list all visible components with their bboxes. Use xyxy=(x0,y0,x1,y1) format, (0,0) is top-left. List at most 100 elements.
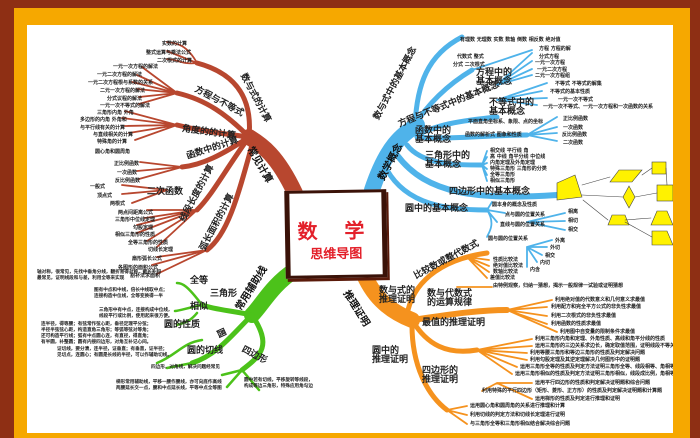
twig xyxy=(121,41,208,275)
sub-topic: 相似 xyxy=(190,302,209,312)
leaf-topic: 三角形中位线定理 xyxy=(115,217,156,223)
branch-shuyushi xyxy=(194,60,252,140)
branch-jiaodu xyxy=(174,122,252,140)
leaf-topic: 一般式 xyxy=(90,184,106,190)
leaf-topic: 相似三角形的性质 xyxy=(115,232,156,238)
sub-topic: 代数式 整式 xyxy=(457,54,484,60)
right-trapezoid-shape xyxy=(651,230,673,246)
twig xyxy=(471,49,566,268)
leaf-topic: 运用平行四边形的性质和判定解决证明题和综合问题 xyxy=(535,380,651,386)
sub-topic: 分式 二次根式 xyxy=(453,62,485,68)
leaf-topic: 一元一次不等式 xyxy=(558,97,594,103)
sub-topic: 最值的推理证明 xyxy=(422,318,486,328)
rectangle-shape xyxy=(651,161,667,175)
proof-branches xyxy=(354,250,558,425)
leaf-topic: 实数的计算 xyxy=(162,41,188,47)
square-shape xyxy=(656,184,673,202)
leaf-topic: 内切 xyxy=(540,260,551,266)
concept-branches xyxy=(364,34,566,268)
leaf-topic: 相交 xyxy=(568,227,579,233)
leaf-topic: 利用等腰三角形和等边三角形的性质及判定解决问题 xyxy=(530,350,646,356)
leaf-topic: 正比例函数 xyxy=(114,161,140,167)
sub-topic: 平面直角坐标系、象限、点的坐标 xyxy=(468,119,544,125)
leaf-topic: 运用三角形的三边关系求边长，确定取值范围，证明线段不等关系 xyxy=(535,343,673,349)
leaf-topic: 运用三角形全等的性质及判定方法证明三角形全等、线段相等、角相等 xyxy=(520,364,673,370)
computation-trunk xyxy=(241,129,303,201)
leaf-topic: 一次函数 xyxy=(563,125,584,131)
quadrilateral-shapes xyxy=(556,161,673,246)
leaf-topic: 两根式 xyxy=(110,201,126,207)
auxiliary-branches xyxy=(155,262,303,392)
branch-hanshu xyxy=(179,134,252,170)
rhombus-shape xyxy=(622,185,636,209)
leaf-topic: 一元二次方程 xyxy=(537,67,568,73)
leaf-topic: 运用三角形相似的性质及判定方法证明三角形相似，线段成比例，角相等 xyxy=(515,371,673,377)
leaf-topic: 勾股定理 xyxy=(133,225,154,231)
branch-hanshu-jiexi xyxy=(414,132,530,141)
central-title-board: 数 学 思维导图 xyxy=(284,189,388,279)
branch-xianduan xyxy=(194,134,252,213)
branch-shuyushi-proof xyxy=(404,250,490,318)
leaf-topic: 三角形中有中点，连接构成中位线， 线段平行或比例，使用起来很方便。 xyxy=(99,308,173,319)
computation-branches xyxy=(121,41,303,275)
branch-yuan-concept xyxy=(384,167,490,213)
leaf-topic: 一元一次不等式的解法 xyxy=(100,103,151,109)
leaf-topic: 相交线 平行线 角 xyxy=(490,148,529,154)
leaf-topic: 外离 xyxy=(555,238,566,244)
branch-fangcheng xyxy=(174,90,252,140)
branch-yuan-aux xyxy=(189,312,255,366)
sub-topic: 不等式中的 基本概念 xyxy=(489,98,535,117)
leaf-topic: 内角定理及外角定理 xyxy=(490,160,536,166)
leaf-topic: 运用梯形的性质及判定进行推理和证明 xyxy=(535,396,621,402)
leaf-topic: 与三角形全等和三角形相似结合解决综合问题 xyxy=(470,421,571,427)
leaf-topic: 差值比较法 xyxy=(490,275,516,281)
leaf-topic: 二次函数 xyxy=(563,140,584,146)
title-sub: 思维导图 xyxy=(310,246,363,263)
leaf-topic: 一元一次方程的解法 xyxy=(113,64,159,70)
mind-map-canvas: 数 学 思维导图 常见计算数学概念常用辅助线推理证明数与式的计算方程与不等式角度… xyxy=(27,25,673,433)
leaf-topic: 不等式的基本性质 xyxy=(550,89,591,95)
concept-trunk xyxy=(364,117,425,198)
leaf-topic: 证切线，要分清，连半径，证垂直；有垂直，证半径； 见切点，连圆心；有圆是长线的半… xyxy=(57,347,172,358)
leaf-topic: 一元一次方程 xyxy=(535,60,566,66)
branch-sibianxing-aux xyxy=(239,312,266,373)
leaf-topic: 利用特殊的平行四边形（矩形、菱形、正方形）的性质及判定解决证明题和计算题 xyxy=(482,388,663,394)
leaf-topic: 一元一次不等式、一元一次方程和一次函数的关系 xyxy=(543,104,654,110)
branch-huchang xyxy=(204,142,255,253)
leaf-topic: 二元一次方程组 xyxy=(535,73,571,79)
leaf-topic: 图有中点和中线，倍长中线取中点； 连接构造中位线，全等变换得一半 xyxy=(94,288,168,299)
leaf-topic: 梯形常用辅助线，平移一腰作腰线，亦可向底作高线 两腰延长交一点，腰和中点延长线，… xyxy=(116,380,222,391)
shape-arrows xyxy=(581,167,668,238)
leaf-topic: 各图形的面积公式 xyxy=(118,265,159,271)
leaf-topic: 有理数 无理数 实数 数轴 倒数 相反数 绝对值 xyxy=(460,37,561,43)
branch-shuyushi-concept xyxy=(412,34,465,128)
leaf-topic: 由特例观察，归纳一猜想，揭示一般规律一试验或证明猜想 xyxy=(493,283,624,289)
branch-lines xyxy=(121,34,673,425)
isosceles-trapezoid-shape xyxy=(650,210,673,226)
leaf-topic: 一元二次方程根与系数的关系 xyxy=(88,80,154,86)
leaf-topic: 顶点式 xyxy=(97,193,113,199)
leaf-topic: 相离 xyxy=(568,209,579,215)
leaf-topic: 二元一次方程的解法 xyxy=(100,88,146,94)
branch-sanjiaoxing-aux xyxy=(199,302,255,318)
leaf-topic: 利用三角形内角和定理、外角性质、高线和角平分线的性质 xyxy=(535,336,666,342)
leaf-topic: 三角形内角 外角 xyxy=(97,110,134,116)
leaf-topic: 整式运算与乘法公式 xyxy=(146,50,192,56)
title-main: 数 学 xyxy=(297,218,375,244)
sub-topic: 数与式的 推理证明 xyxy=(379,286,416,305)
leaf-topic: 相似三角形 xyxy=(490,178,516,184)
sub-topic: 数与代数式 的运算规律 xyxy=(427,289,473,308)
leaf-topic: 二次根式的计算 xyxy=(157,58,193,64)
leaf-topic: 绝对值比较法 xyxy=(493,263,524,269)
sub-topic: 函数中的 基本概念 xyxy=(415,126,452,145)
leaf-topic: 特殊角的计算 xyxy=(97,139,128,145)
leaf-topic: 利用二次根式的非负性求最值 xyxy=(551,313,617,319)
sub-topic: 圆的切线 xyxy=(187,346,224,356)
leaf-topic: 反比例函数 xyxy=(562,132,588,138)
leaf-topic: 利用配方和完全平方公式的非负性求最值 xyxy=(551,304,642,310)
leaf-topic: 圆心角和圆周角 xyxy=(95,149,131,155)
leaf-topic: 性质比较法 xyxy=(493,257,519,263)
leaf-topic: 割补法求面积 xyxy=(130,273,161,279)
leaf-topic: 正比例函数 xyxy=(563,116,589,122)
leaf-topic: 运用圆心角和圆周角的关系进行推理和计算 xyxy=(470,403,566,409)
